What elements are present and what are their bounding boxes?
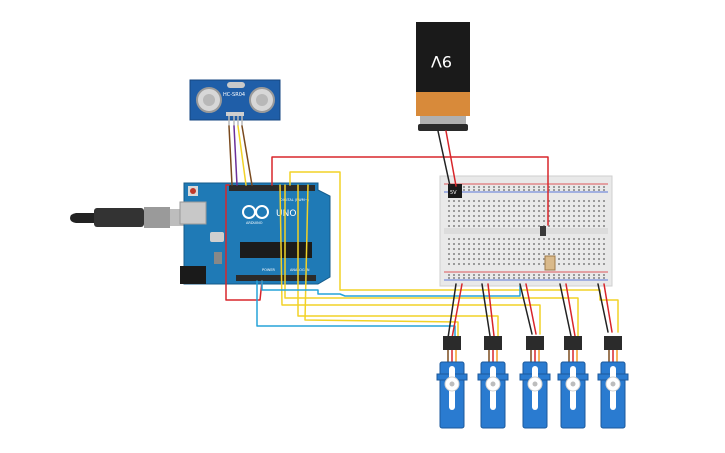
ultrasonic-sensor-icon[interactable]: HC-SR04 xyxy=(189,79,281,126)
battery-label: 9V xyxy=(431,52,452,71)
micro-servo-icon[interactable] xyxy=(436,336,468,429)
micro-servo-icon[interactable] xyxy=(597,336,629,429)
battery-9v-icon[interactable]: 9V xyxy=(416,22,470,131)
micro-servo-icon[interactable] xyxy=(519,336,551,429)
breadboard-holes xyxy=(448,186,605,279)
capacitor-icon xyxy=(540,226,546,236)
resistor-icon xyxy=(544,255,556,271)
digital-header-label: DIGITAL (PWM~) xyxy=(280,198,310,202)
arduino-uno-icon[interactable]: UNO ARDUINO DIGITAL (PWM~) POWER ANALOG … xyxy=(179,182,331,285)
wires xyxy=(225,125,619,339)
arduino-model-label: UNO xyxy=(276,209,296,219)
breadboard[interactable]: 5V xyxy=(439,175,613,287)
micro-servo-icon[interactable] xyxy=(477,336,509,429)
voltage-regulator-icon[interactable]: 5V xyxy=(448,184,462,198)
analog-header-label: ANALOG IN xyxy=(290,268,310,272)
usb-cable xyxy=(70,207,194,228)
power-header-label: POWER xyxy=(262,268,276,272)
arduino-brand-label: ARDUINO xyxy=(246,221,263,225)
servo-group xyxy=(436,336,629,429)
regulator-label: 5V xyxy=(450,190,457,196)
micro-servo-icon[interactable] xyxy=(557,336,589,429)
sensor-label: HC-SR04 xyxy=(223,92,245,98)
